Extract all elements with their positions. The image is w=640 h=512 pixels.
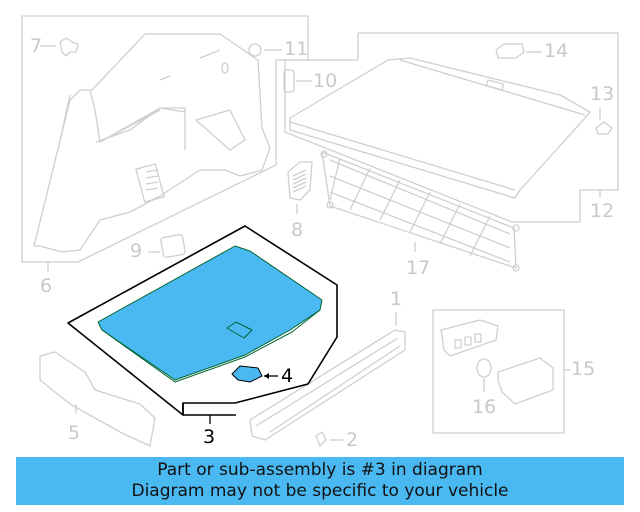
exploded-view-drawing [21, 15, 619, 447]
part-1-sill-plate [249, 329, 406, 441]
part-14-grommet [495, 43, 525, 59]
part-5-bracket [39, 351, 156, 447]
callout-6[interactable]: 6 [40, 275, 53, 297]
panel-handle-recess [226, 321, 253, 339]
part-10-clip [283, 69, 295, 93]
part-9-hook [160, 234, 186, 258]
part-15-lamp-lens [497, 357, 554, 405]
part-11-clip [248, 43, 262, 57]
part-4-cover [231, 365, 263, 383]
callout-4[interactable]: 4 [281, 365, 294, 387]
group-6-frame [21, 15, 309, 263]
banner-part-note: Part or sub-assembly is #3 in diagram [157, 460, 483, 480]
callout-17[interactable]: 17 [406, 257, 431, 279]
callout-12[interactable]: 12 [590, 200, 615, 222]
side-trim-panel [33, 33, 271, 253]
callout-1[interactable]: 1 [390, 288, 403, 310]
part-3-group [67, 225, 338, 424]
info-banner: Part or sub-assembly is #3 in diagram Di… [16, 457, 624, 505]
part-15-lamp-housing [440, 319, 499, 357]
callout-9[interactable]: 9 [130, 240, 143, 262]
callout-15[interactable]: 15 [571, 358, 596, 380]
part-13-bracket [595, 121, 613, 135]
callout-13[interactable]: 13 [590, 83, 615, 105]
parts-diagram: 7 11 10 14 13 12 8 9 6 17 1 15 16 4 3 5 … [21, 15, 619, 451]
banner-disclaimer: Diagram may not be specific to your vehi… [131, 481, 509, 501]
group-15-frame [432, 309, 565, 434]
callout-3[interactable]: 3 [203, 426, 216, 448]
group-12-frame [284, 32, 619, 223]
cargo-cover [289, 57, 591, 199]
part-17-cargo-net [321, 151, 517, 269]
callout-16[interactable]: 16 [472, 396, 497, 418]
callout-14[interactable]: 14 [544, 40, 569, 62]
callout-11[interactable]: 11 [284, 38, 309, 60]
part-3-floor-panel [97, 245, 323, 381]
callout-7[interactable]: 7 [30, 35, 43, 57]
part-2-clip [315, 431, 327, 447]
callout-5[interactable]: 5 [68, 422, 81, 444]
part-8-vent [287, 161, 313, 201]
callout-10[interactable]: 10 [313, 70, 338, 92]
callout-8[interactable]: 8 [291, 219, 304, 241]
part-7-clip [59, 37, 79, 57]
callout-2[interactable]: 2 [346, 429, 359, 451]
part-16-bulb [476, 358, 492, 378]
